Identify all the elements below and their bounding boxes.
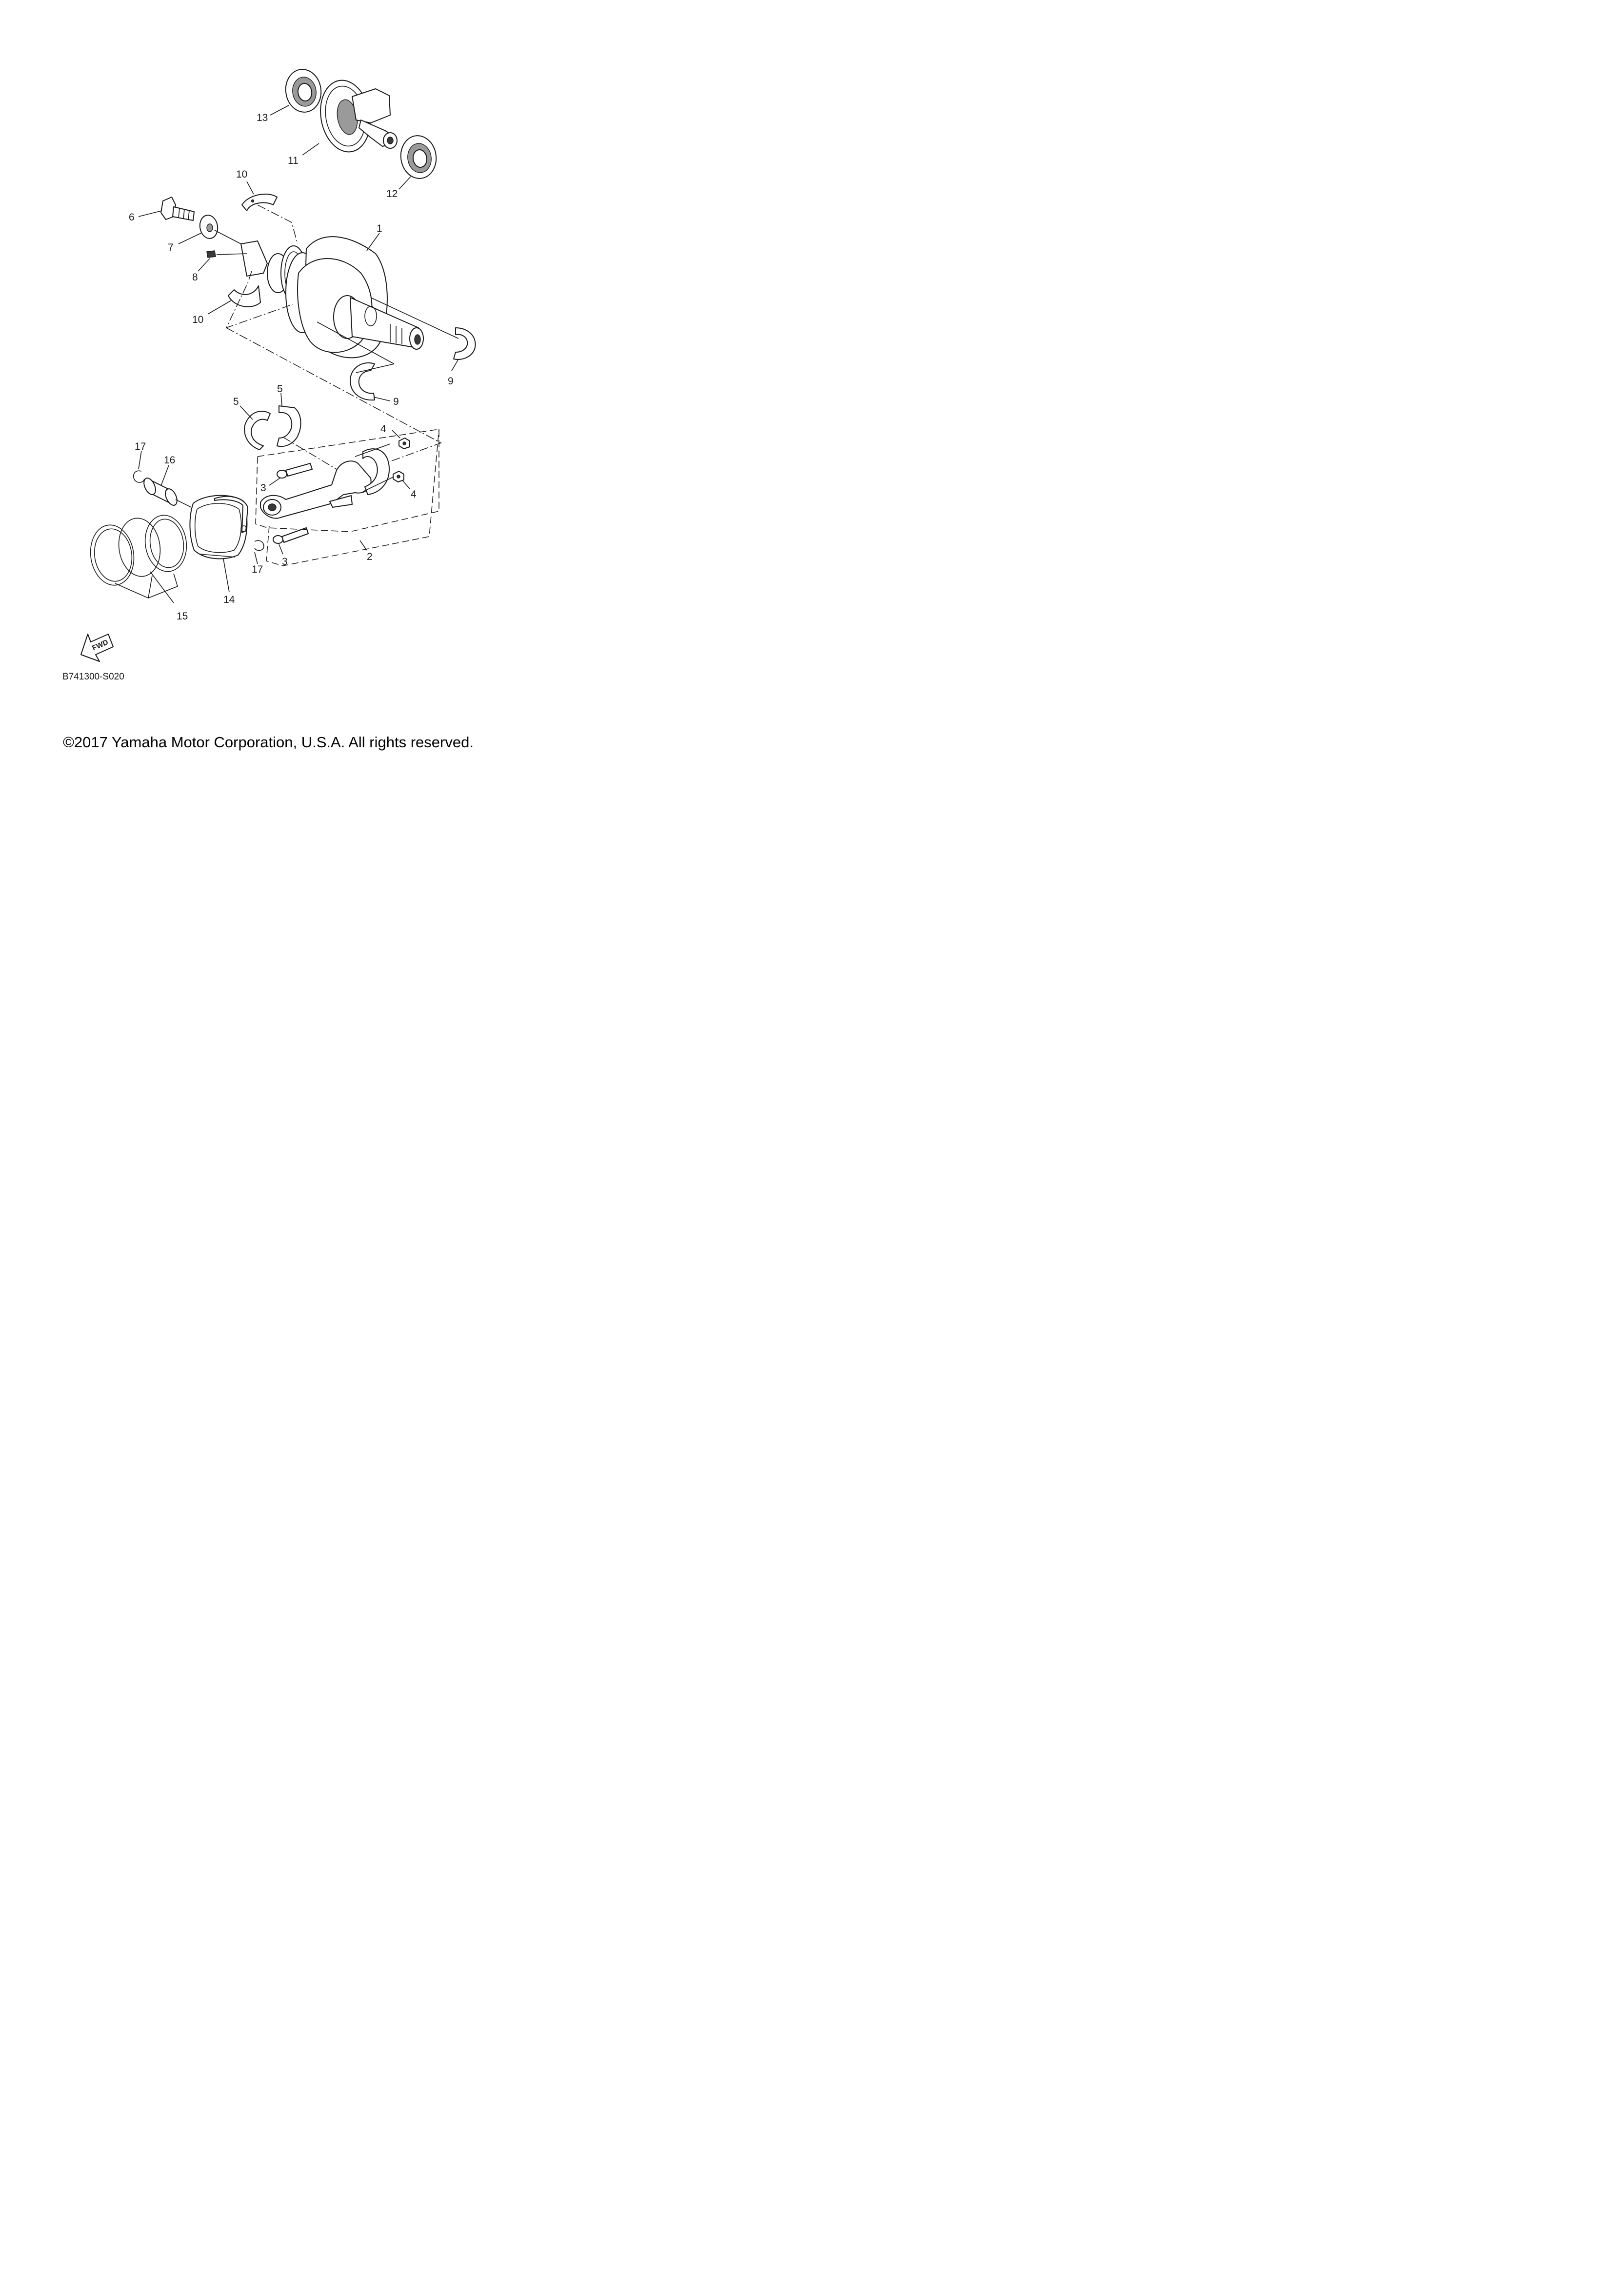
copyright-notice: ©2017 Yamaha Motor Corporation, U.S.A. A… xyxy=(63,734,474,751)
bearing-5-left xyxy=(244,411,271,450)
crankshaft-1 xyxy=(240,236,424,359)
callout-6: 6 xyxy=(129,212,135,223)
callout-2: 2 xyxy=(367,551,373,562)
callout-leaders xyxy=(115,105,459,603)
callout-8: 8 xyxy=(192,272,198,283)
bearing-9-lower xyxy=(350,362,375,401)
callout-1: 1 xyxy=(377,223,382,234)
bolt-6 xyxy=(160,197,195,221)
nut-4-lower xyxy=(393,471,404,482)
bearing-10-upper xyxy=(241,194,278,211)
piston-rings-15 xyxy=(90,515,187,586)
callout-3-lower: 3 xyxy=(282,556,288,567)
callout-16: 16 xyxy=(164,455,175,466)
callout-4-upper: 4 xyxy=(380,423,386,435)
bearing-5-right xyxy=(277,405,301,447)
bolt-3-upper xyxy=(277,463,313,479)
callout-14: 14 xyxy=(223,594,235,605)
drawing-code: B741300-S020 xyxy=(62,672,124,682)
callout-9-lower: 9 xyxy=(393,396,399,407)
callout-12: 12 xyxy=(386,188,398,200)
callout-3-upper: 3 xyxy=(260,482,266,494)
piston-14 xyxy=(189,495,248,559)
washer-7 xyxy=(199,215,219,239)
callout-10-upper: 10 xyxy=(236,169,247,180)
callout-7: 7 xyxy=(168,242,174,253)
assembly-reference-lines xyxy=(175,204,459,566)
bearing-10-lower xyxy=(228,285,261,307)
bolt-3-lower xyxy=(273,527,309,544)
callout-5-left: 5 xyxy=(233,396,239,407)
callout-5-right: 5 xyxy=(277,383,283,395)
callout-15: 15 xyxy=(177,611,188,622)
clip-17-right xyxy=(254,540,264,551)
callout-17-upper: 17 xyxy=(135,441,146,452)
callout-11: 11 xyxy=(288,155,299,166)
callout-17-lower: 17 xyxy=(252,564,263,575)
crankshaft-piston-exploded-diagram: 1 2 3 3 4 4 5 5 6 7 8 9 9 10 10 11 12 13… xyxy=(62,69,476,751)
bearing-12 xyxy=(400,135,437,179)
balancer-shaft-11 xyxy=(320,80,398,153)
callout-4-lower: 4 xyxy=(411,489,417,500)
callout-9-right: 9 xyxy=(448,376,454,387)
callout-10-lower: 10 xyxy=(192,314,203,325)
clip-17-left xyxy=(133,470,145,483)
bearing-13 xyxy=(285,69,322,113)
nut-4-upper xyxy=(398,438,410,449)
callout-13: 13 xyxy=(257,112,268,123)
connecting-rod-2 xyxy=(260,448,390,519)
piston-pin-16 xyxy=(143,478,178,506)
fwd-arrow-icon: FWD xyxy=(80,634,114,662)
key-8 xyxy=(206,250,216,258)
bearing-9-right xyxy=(453,327,476,360)
